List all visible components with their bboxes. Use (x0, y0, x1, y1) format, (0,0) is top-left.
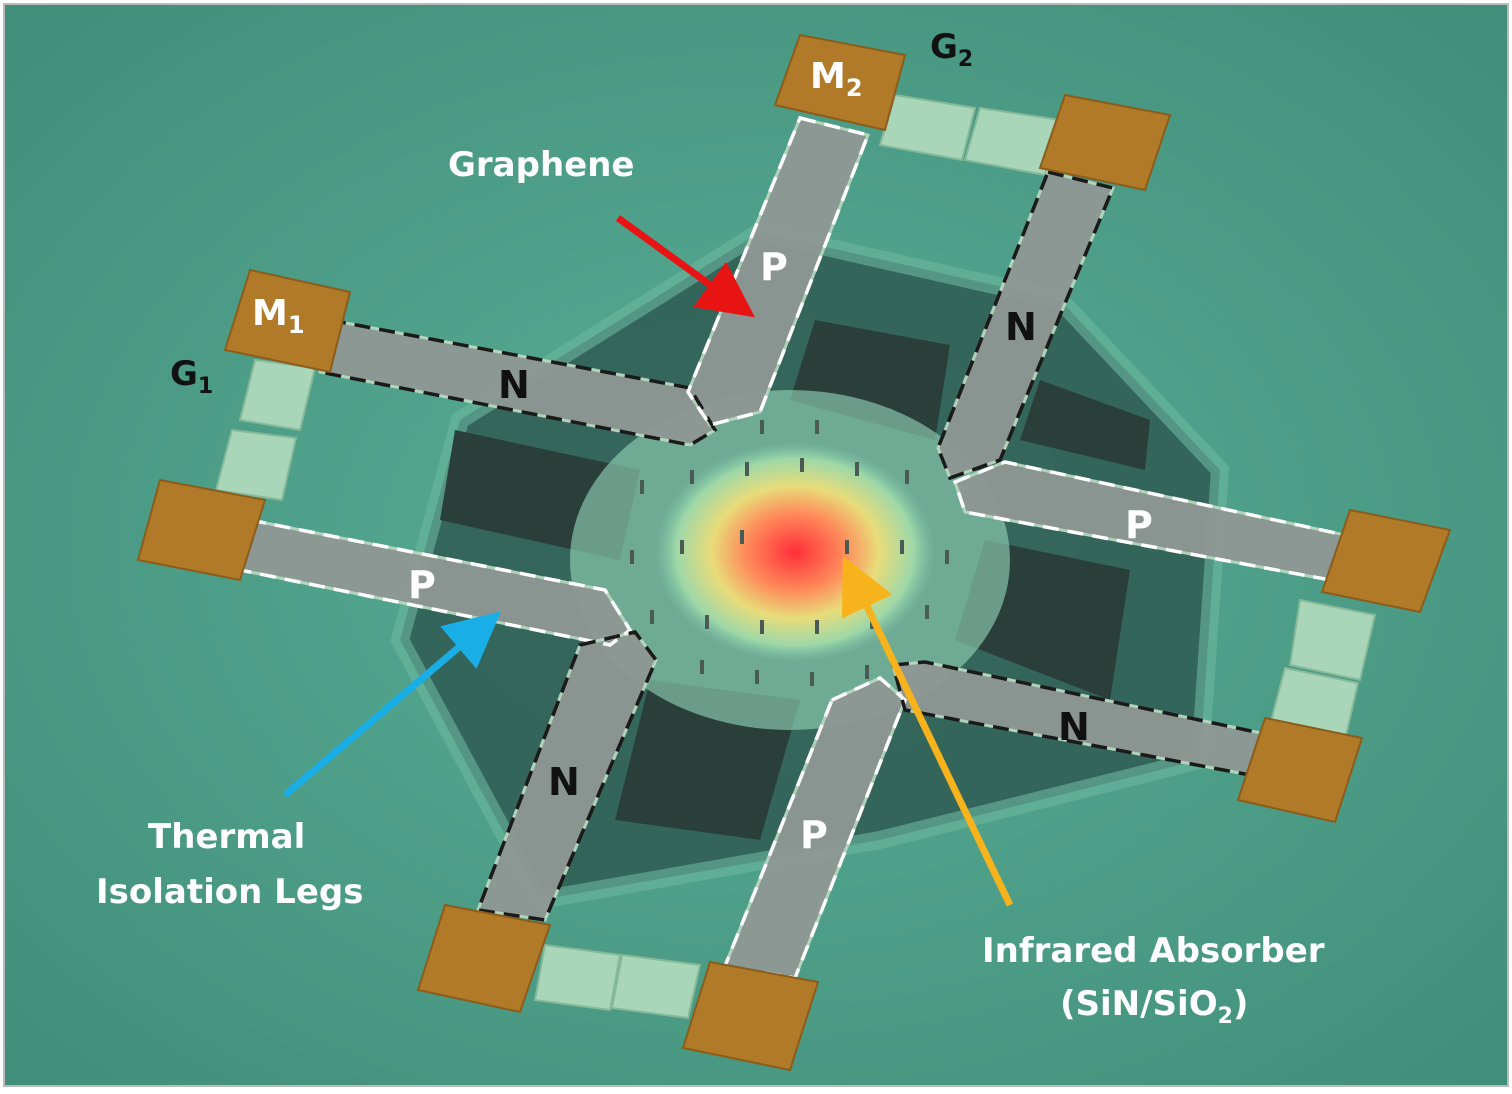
gate-label-g1: G1 (170, 354, 213, 399)
absorber-arrow (841, 556, 1014, 907)
gate-block (533, 943, 622, 1012)
pad-label-m1: M1 (252, 293, 305, 339)
window-upper-right (1020, 380, 1150, 470)
outline-left-p (237, 517, 633, 647)
outline-lower-left-n (475, 630, 659, 922)
outline-upper-right-n (936, 169, 1116, 481)
pad-lower-left (416, 903, 552, 1014)
gate-block (610, 953, 702, 1020)
callout-graphene: Graphene (448, 145, 635, 185)
gate-block (214, 428, 298, 502)
outline-lower-center-p (722, 675, 908, 980)
callout-absorber-line1: Infrared Absorber (982, 931, 1325, 971)
callout-absorber-line2: (SiN/SiO2) (1060, 984, 1248, 1029)
gate-block (1288, 598, 1377, 682)
pad-left (136, 478, 267, 582)
pad-label-m2: M2 (810, 56, 863, 102)
leg-label-upper-right: N (1005, 305, 1037, 349)
pad-m1 (223, 268, 352, 374)
leg-label-lower-center: P (800, 813, 828, 857)
pad-lower-right (1236, 716, 1364, 824)
pad-lower-center (681, 960, 820, 1072)
leg-label-upper-center: P (760, 245, 788, 289)
callout-thermal-line1: Thermal (148, 817, 305, 857)
gate-label-g2: G2 (930, 27, 973, 72)
leg-label-lower-left: N (548, 760, 580, 804)
thermal-legs-arrow (282, 611, 502, 798)
octagon-rim (390, 222, 1230, 910)
pad-right (1320, 508, 1452, 614)
leg-label-lower-right: N (1058, 705, 1090, 749)
graphene-arrow (615, 215, 756, 318)
outline-upper-center-p (686, 115, 871, 428)
leg-label-left: P (408, 563, 436, 607)
leg-label-right: P (1125, 503, 1153, 547)
callout-thermal-line2: Isolation Legs (96, 872, 363, 912)
leg-label-upper-left: N (498, 363, 530, 407)
infrared-hotspot (655, 442, 935, 662)
pad-upper-right (1038, 93, 1172, 192)
pad-m2 (773, 33, 907, 132)
